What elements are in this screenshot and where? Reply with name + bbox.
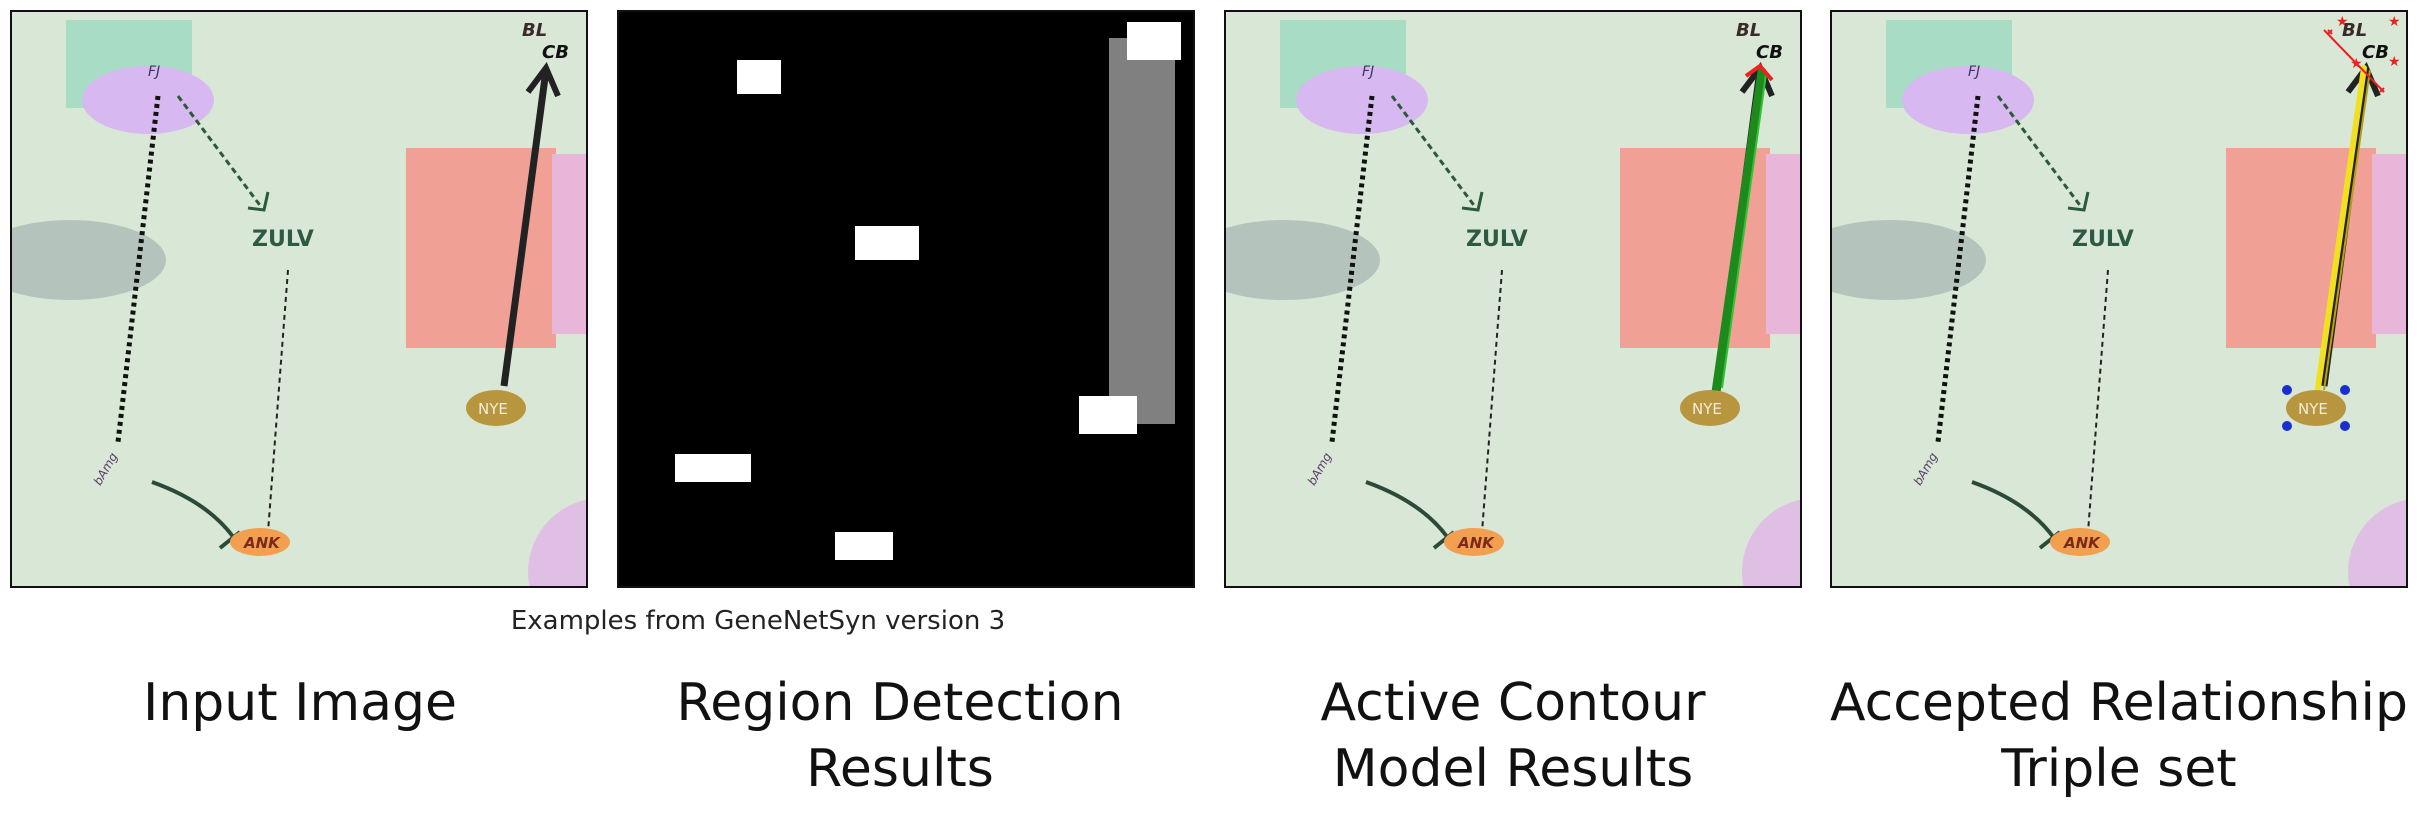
- gene-ank: ANK: [2063, 534, 2101, 552]
- input-image-panel: BL CB FJ ZULV NYE bAmg ANK: [10, 10, 588, 588]
- target-bounding-line: [2323, 29, 2385, 93]
- contour-endpoint-marker: [1744, 63, 1774, 82]
- region-detection-diagram: [619, 12, 1193, 586]
- black-background: [619, 12, 1193, 586]
- purple-oval: [1902, 66, 2034, 134]
- nye-bl-arrowhead: [525, 62, 561, 98]
- gene-nye: NYE: [478, 400, 508, 418]
- fj-zulv-edge: [1390, 95, 1478, 209]
- zulv-ank-edge: [2087, 269, 2109, 533]
- label-line-2: Results: [806, 739, 994, 799]
- keypoint-red-2: [2379, 87, 2385, 93]
- bamg-ank-edge: [1971, 480, 2056, 540]
- panel-label-active-contour: Active Contour Model Results: [1213, 670, 1813, 802]
- panel-label-input-image: Input Image: [0, 670, 600, 736]
- gene-bl: BL: [522, 20, 547, 41]
- gene-nye: NYE: [1692, 400, 1722, 418]
- accepted-triple-edge-outline: [2323, 69, 2371, 391]
- fj-zulv-arrowhead: [2067, 191, 2090, 212]
- gene-ank: ANK: [1457, 534, 1495, 552]
- fj-bamg-edge: [1329, 95, 1375, 443]
- pink-circle: [2348, 499, 2406, 586]
- pink-block: [2372, 154, 2406, 334]
- active-contour-highlight: [1721, 73, 1767, 389]
- bamg-ank-edge: [151, 480, 236, 540]
- gene-fj: FJ: [1968, 64, 1980, 80]
- keypoint-star-3: ★: [2350, 56, 2363, 72]
- keypoint-star-4: ★: [2388, 54, 2401, 70]
- fj-zulv-edge: [1996, 95, 2084, 209]
- keypoint-blue-2: [2340, 385, 2350, 395]
- gene-zulv: ZULV: [252, 227, 314, 252]
- detected-region-bl-cb: [1127, 22, 1181, 60]
- gray-oval: [12, 220, 166, 300]
- label-line-1: Accepted Relationship: [1830, 673, 2408, 733]
- ank-oval: [1444, 528, 1504, 556]
- zulv-ank-edge: [267, 269, 289, 533]
- gray-oval: [1832, 220, 1986, 300]
- pink-block: [1766, 154, 1800, 334]
- detected-region-nye: [1079, 396, 1137, 434]
- keypoint-star-2: ★: [2388, 14, 2401, 30]
- keypoint-blue-3: [2282, 421, 2292, 431]
- panel-label-accepted-triple: Accepted Relationship Triple set: [1819, 670, 2419, 802]
- ank-oval: [230, 528, 290, 556]
- fj-zulv-edge: [176, 95, 264, 209]
- panel-label-region-detection: Region Detection Results: [600, 670, 1200, 802]
- keypoint-red-1: [2327, 29, 2333, 35]
- keypoint-blue-4: [2340, 421, 2350, 431]
- pink-circle: [528, 499, 586, 586]
- nye-oval: [466, 390, 526, 426]
- ank-oval: [2050, 528, 2110, 556]
- gene-cb: CB: [1756, 42, 1783, 63]
- gray-oval: [1226, 220, 1380, 300]
- keypoint-blue-1: [2282, 385, 2292, 395]
- accepted-triple-line: [2315, 65, 2367, 391]
- gene-ank: ANK: [243, 534, 281, 552]
- zulv-ank-edge: [1481, 269, 1503, 533]
- detected-region-zulv: [855, 226, 919, 260]
- figure-caption: Examples from GeneNetSyn version 3: [510, 606, 1006, 636]
- nye-oval: [1680, 390, 1740, 426]
- pink-block: [552, 154, 586, 334]
- fj-bamg-edge: [1935, 95, 1981, 443]
- label-line-1: Region Detection: [676, 673, 1124, 733]
- gene-cb: CB: [542, 42, 569, 63]
- detected-region-ank: [835, 532, 893, 560]
- pink-circle: [1742, 499, 1800, 586]
- fj-zulv-arrowhead: [1461, 191, 1484, 212]
- gene-fj: FJ: [148, 64, 160, 80]
- detected-region-bamg: [675, 454, 751, 482]
- fj-zulv-arrowhead: [247, 191, 270, 212]
- gene-nye: NYE: [2298, 400, 2328, 418]
- label-line-1: Active Contour: [1320, 673, 1706, 733]
- label-line-1: Input Image: [142, 673, 458, 733]
- gene-cb: CB: [2362, 42, 2389, 63]
- label-line-2: Triple set: [2001, 739, 2237, 799]
- active-contour-snake: [1711, 67, 1767, 397]
- keypoint-star-1: ★: [2336, 14, 2349, 30]
- purple-oval: [82, 66, 214, 134]
- gene-bl: BL: [2342, 20, 2367, 41]
- nye-oval: [2286, 390, 2346, 426]
- accepted-triple-panel: ★ ★ ★ ★ BL CB FJ ZULV NYE bAmg ANK: [1830, 10, 2408, 588]
- bamg-ank-edge: [1365, 480, 1450, 540]
- fj-bamg-edge: [115, 95, 161, 443]
- gene-bl: BL: [1736, 20, 1761, 41]
- nye-bl-edge: [500, 69, 550, 387]
- active-contour-panel: BL CB FJ ZULV NYE bAmg ANK: [1224, 10, 1802, 588]
- region-detection-panel: [617, 10, 1195, 588]
- accepted-triple-diagram: ★ ★ ★ ★ BL CB FJ ZULV NYE bAmg ANK: [1832, 12, 2406, 586]
- detected-edge-region: [1109, 38, 1175, 424]
- gene-fj: FJ: [1362, 64, 1374, 80]
- label-line-2: Model Results: [1332, 739, 1694, 799]
- purple-oval: [1296, 66, 1428, 134]
- detected-region-fj: [737, 60, 781, 94]
- gene-zulv: ZULV: [2072, 227, 2134, 252]
- active-contour-diagram: BL CB FJ ZULV NYE bAmg ANK: [1226, 12, 1800, 586]
- gene-zulv: ZULV: [1466, 227, 1528, 252]
- input-image-diagram: BL CB FJ ZULV NYE bAmg ANK: [12, 12, 586, 586]
